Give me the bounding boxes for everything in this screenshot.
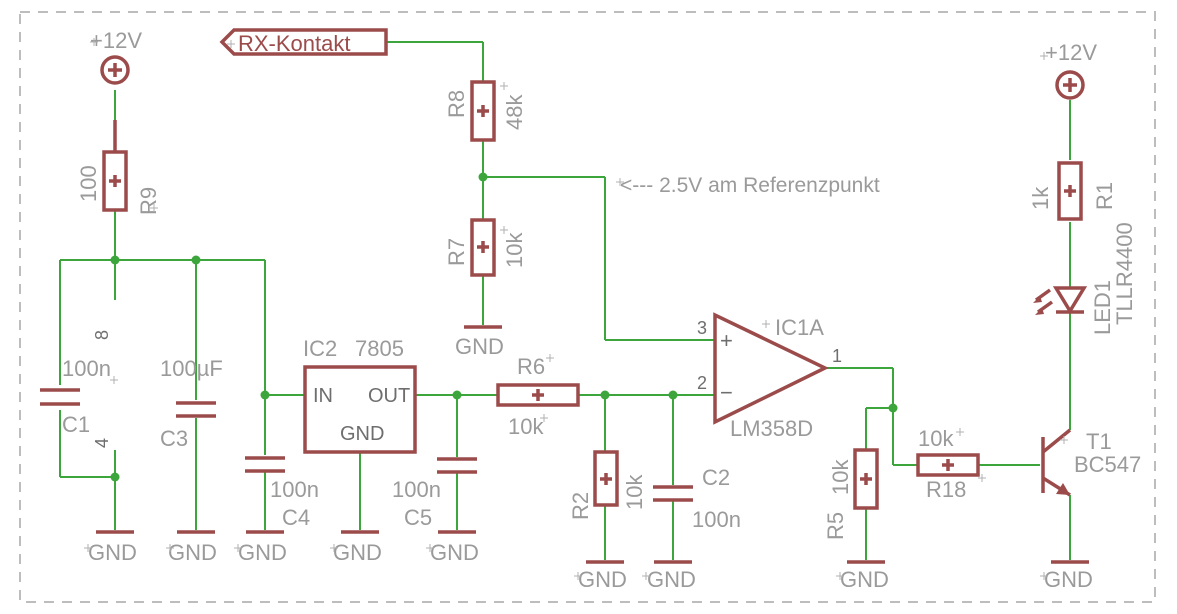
r9-name: R9 (136, 187, 161, 215)
junction-dots (110, 172, 898, 482)
c3-name: C3 (160, 426, 188, 451)
resistor-r8: R8 48k (444, 80, 527, 142)
capacitor-c3: 100µF C3 (160, 356, 223, 451)
c1-value: 100n (62, 356, 111, 381)
gnd-label-8: GND (840, 567, 889, 592)
origin-markers (84, 38, 1068, 580)
ic1-name: IC1A (775, 315, 824, 340)
resistor-r1: 1k R1 (1028, 161, 1117, 221)
r9-value: 100 (76, 165, 101, 202)
rx-kontakt-label: RX-Kontakt (238, 31, 351, 56)
gnd-label-4: GND (333, 540, 382, 565)
gnd-labels: GND GND GND GND GND GND GND GND GND GND (88, 334, 1093, 592)
c4-value: 100n (270, 477, 319, 502)
resistor-r9: 100 R9 (76, 120, 161, 215)
r2-name: R2 (568, 492, 593, 520)
r7-value: 10k (502, 232, 527, 268)
opamp-pin-1: 1 (832, 346, 842, 366)
capacitor-c1: 100n C1 8 4 (40, 330, 112, 448)
c2-name: C2 (702, 465, 730, 490)
capacitor-c4: 100n C4 (245, 456, 319, 530)
c5-name: C5 (404, 505, 432, 530)
opamp-minus-sign: − (720, 380, 733, 405)
ic2-value: 7805 (355, 336, 404, 361)
gnd-label-1: GND (88, 540, 137, 565)
led-name: LED1 (1090, 280, 1115, 335)
rx-kontakt-port: RX-Kontakt (219, 28, 388, 56)
led-value: TLLR4400 (1112, 222, 1137, 325)
transistor-t1: T1 BC547 (1041, 428, 1141, 497)
vcc-right-symbol: +12V (1045, 40, 1097, 100)
opamp-plus-sign: + (720, 328, 733, 353)
opamp-pin-3: 3 (697, 318, 707, 338)
gnd-label-7: GND (647, 567, 696, 592)
gnd-label-2: GND (168, 540, 217, 565)
resistor-r18: 10k R18 (916, 426, 980, 502)
gnd-label-3: GND (238, 540, 287, 565)
ic2-name: IC2 (303, 336, 337, 361)
pin-4-label: 4 (92, 438, 112, 448)
c1-name: C1 (62, 412, 90, 437)
capacitor-c5: 100n C5 (392, 457, 477, 530)
pin-8-label: 8 (92, 330, 112, 340)
led1: LED1 TLLR4400 (1033, 222, 1137, 335)
vcc-left-label: +12V (90, 28, 142, 53)
ic2-gnd-pin: GND (340, 423, 384, 445)
ic2-out-pin: OUT (368, 385, 410, 407)
r1-value: 1k (1028, 186, 1053, 210)
gnd-label-6: GND (578, 567, 627, 592)
r5-name: R5 (823, 512, 848, 540)
regulator-ic2: IC2 7805 IN OUT GND (303, 336, 417, 454)
wires (59, 41, 1071, 560)
resistor-r7: R7 10k (444, 218, 527, 277)
r6-value: 10k (508, 414, 544, 439)
c5-value: 100n (392, 477, 441, 502)
c3-value: 100µF (160, 356, 223, 381)
opamp-ic1a: + − 3 2 1 IC1A LM358D (697, 312, 842, 441)
c4-name: C4 (282, 505, 310, 530)
opamp-pin-2: 2 (697, 373, 707, 393)
capacitor-c2: C2 100n (653, 465, 741, 532)
drawing-frame (19, 11, 1156, 603)
r1-name: R1 (1092, 182, 1117, 210)
r18-value: 10k (918, 426, 954, 451)
r5-value: 10k (828, 459, 853, 495)
resistor-r5: R5 10k (823, 448, 879, 540)
resistor-r2: R2 10k (568, 450, 647, 520)
ic2-in-pin: IN (313, 385, 333, 407)
r6-name: R6 (517, 354, 545, 379)
gnd-label-5: GND (430, 540, 479, 565)
r8-value: 48k (502, 94, 527, 130)
vcc-right-label: +12V (1045, 40, 1097, 65)
t1-value: BC547 (1074, 452, 1141, 477)
gnd-symbols (96, 325, 1089, 564)
r8-name: R8 (444, 90, 469, 118)
gnd-label-9: GND (1044, 567, 1093, 592)
t1-name: T1 (1086, 429, 1112, 454)
gnd-label-10: GND (455, 334, 504, 359)
ic1-value: LM358D (730, 416, 813, 441)
r18-name: R18 (926, 477, 966, 502)
c2-value: 100n (692, 507, 741, 532)
r7-name: R7 (444, 238, 469, 266)
vcc-left-symbol: +12V (90, 28, 142, 85)
reference-note: <--- 2.5V am Referenzpunkt (620, 174, 880, 197)
r2-value: 10k (622, 474, 647, 510)
resistor-r6: R6 10k (496, 354, 580, 439)
